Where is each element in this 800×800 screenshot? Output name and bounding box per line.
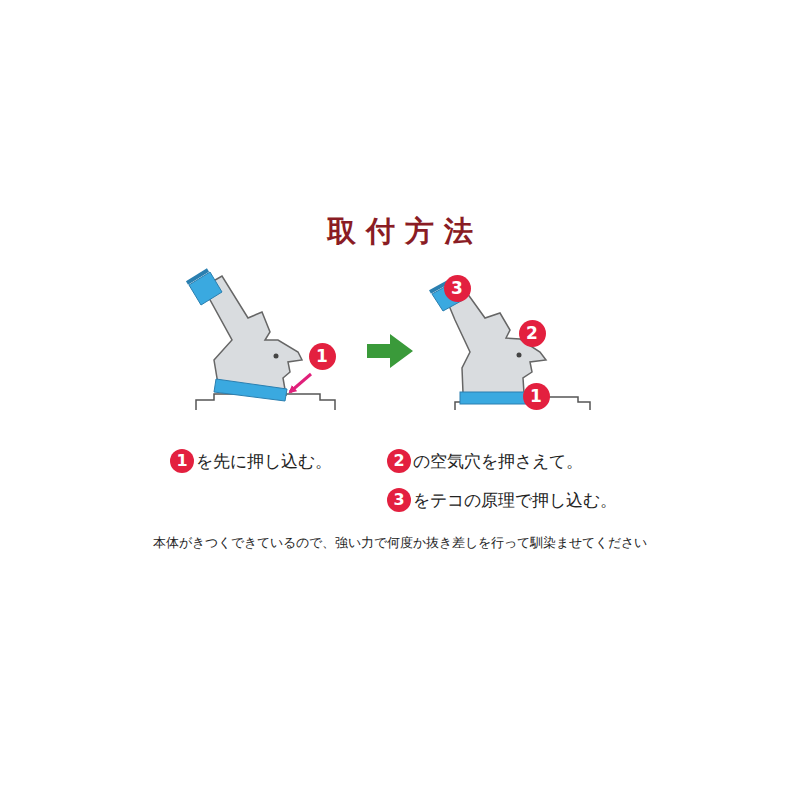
callout-text: 3	[451, 280, 463, 297]
callout-text: 1	[316, 348, 328, 365]
callout-number: 1	[309, 343, 336, 370]
callout-number: 1	[170, 449, 194, 473]
push-arrow	[290, 374, 311, 392]
callout-text: 2	[393, 453, 404, 469]
note-text: 本体がきつくできているので、強い力で何度か抜き差しを行って馴染ませてください	[153, 534, 647, 552]
callout-text: 3	[393, 492, 404, 508]
blue-band	[460, 392, 526, 404]
callout-number: 3	[444, 275, 471, 302]
callout-number: 2	[387, 449, 411, 473]
callout-text: 1	[176, 453, 187, 469]
air-hole	[274, 354, 279, 359]
air-hole	[517, 353, 522, 358]
cap-rim	[187, 270, 208, 283]
callout-text: 2	[526, 325, 538, 342]
callout-number: 1	[523, 383, 550, 410]
step-arrow	[367, 334, 413, 368]
callout-text: 1	[530, 388, 542, 405]
blue-band	[214, 379, 287, 401]
instruction-text: を先に押し込む。	[196, 450, 332, 473]
instruction-text: の空気穴を押さえて。	[413, 450, 583, 473]
instruction-text: をテコの原理で押し込む。	[413, 489, 617, 512]
callout-number: 3	[387, 488, 411, 512]
title: 取付方法	[327, 212, 483, 252]
callout-number: 2	[519, 320, 546, 347]
